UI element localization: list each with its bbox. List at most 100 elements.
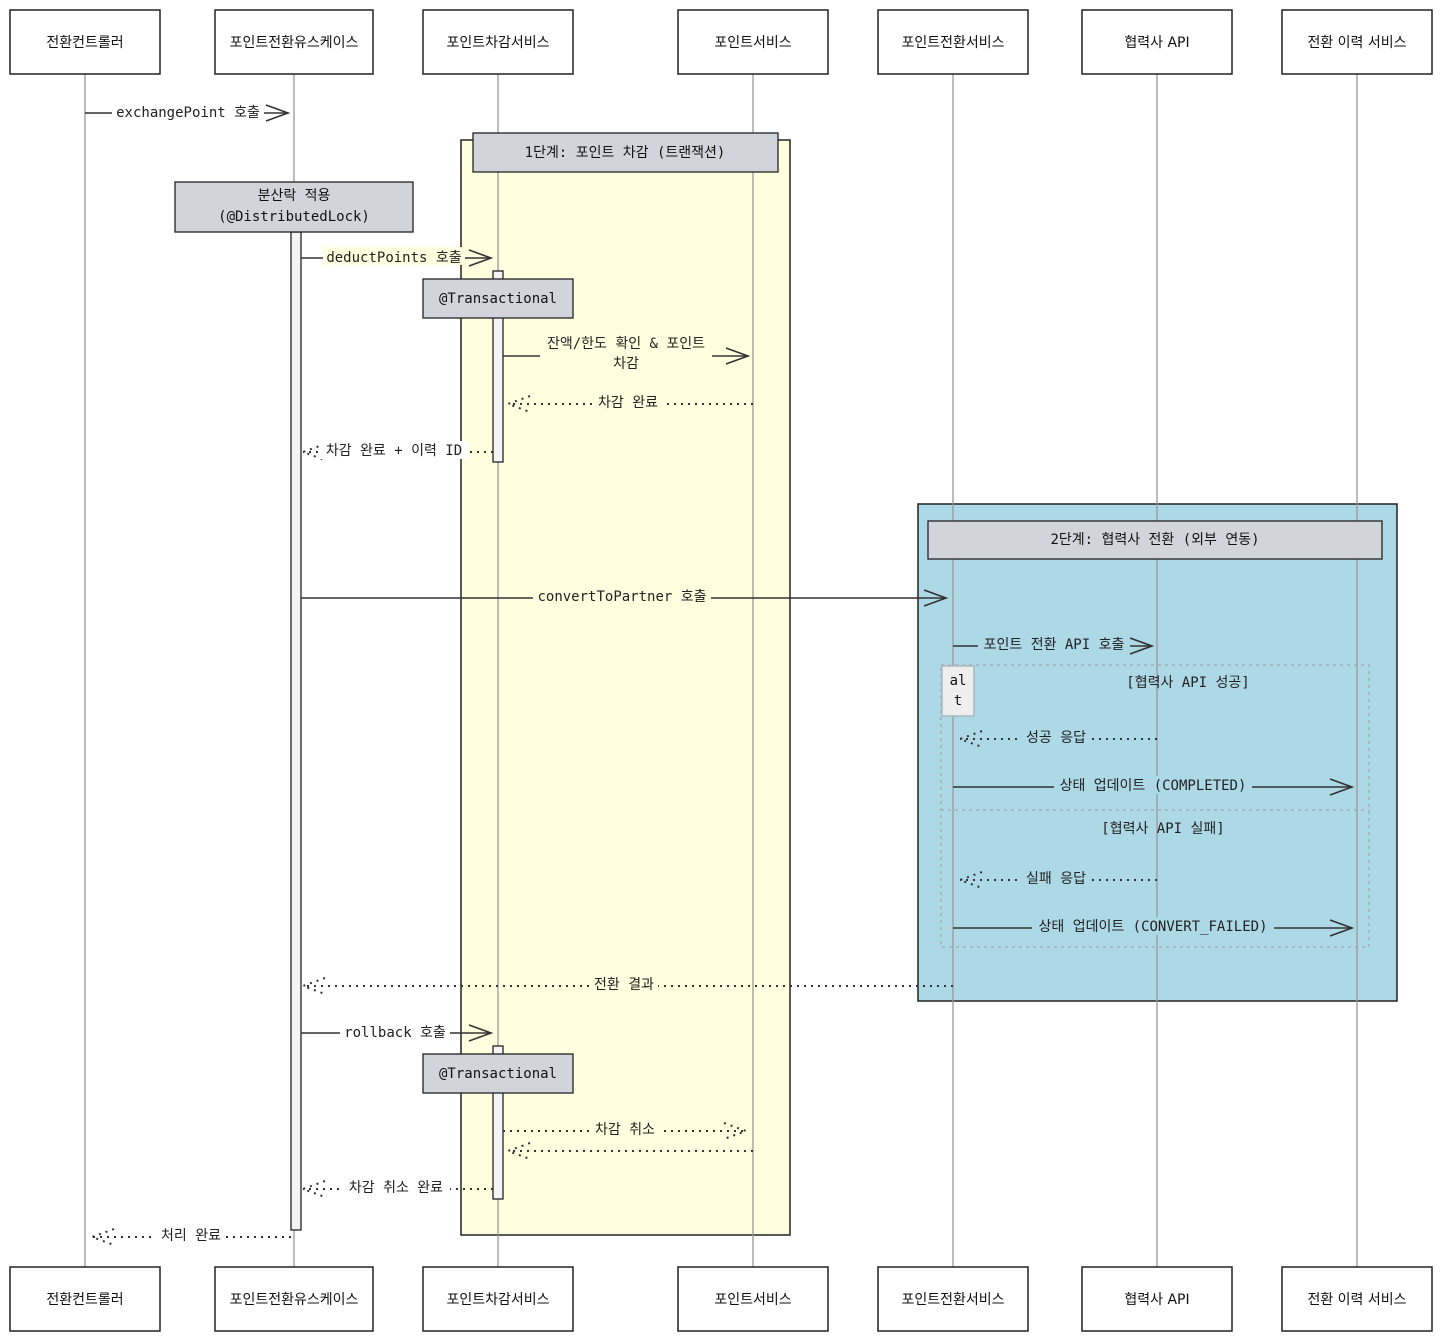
msg-status-completed: 상태 업데이트 (COMPLETED) [1060, 778, 1247, 794]
msg-partner-api-call: 포인트 전환 API 호출 [984, 637, 1125, 653]
msg-label-bg-deduct-done-id [320, 441, 468, 459]
arrowhead-balance-check [725, 347, 751, 365]
activation-usecase [290, 231, 302, 1231]
arrowhead-convert-result [300, 977, 326, 995]
arrowhead-partner-api-call [1129, 637, 1155, 655]
msg-cancel-done: 차감 취소 완료 [349, 1180, 443, 1196]
msg-label-bg-status-completed [1054, 776, 1252, 794]
msg-label-bg-process-done [156, 1226, 226, 1244]
msg-label-bg-converttopartner [533, 587, 711, 605]
actor-convert-bottom: 포인트전환서비스 [877, 1266, 1029, 1332]
arrowhead-converttopartner [923, 589, 949, 607]
tx-note-2: @Transactional [439, 1066, 557, 1082]
msg-deduct-done-id: 차감 완료 + 이력 ID [326, 443, 462, 459]
actor-convert-top-label: 포인트전환서비스 [901, 35, 1004, 51]
msg-converttopartner: convertToPartner 호출 [537, 589, 706, 605]
actor-convert-bottom-label: 포인트전환서비스 [901, 1292, 1004, 1308]
alt-tag-line1: al [950, 673, 967, 689]
arrowhead-exchangepoint [265, 104, 291, 122]
actor-controller-top-label: 전환컨트롤러 [46, 35, 123, 51]
actor-usecase-bottom-label: 포인트전환유스케이스 [230, 1292, 359, 1308]
arrowhead-cancel-done [300, 1180, 326, 1198]
actor-history-bottom: 전환 이력 서비스 [1281, 1266, 1433, 1332]
tx-note-box-1 [422, 278, 574, 319]
lock-note-box [174, 181, 414, 233]
arrowhead-deduct-done [505, 395, 531, 413]
msg-label-bg-deduct-cancel [591, 1120, 659, 1138]
actor-point-top: 포인트서비스 [677, 9, 829, 75]
actor-deduct-top: 포인트차감서비스 [422, 9, 574, 75]
alt-tag-box [941, 665, 975, 717]
msg-label-bg-exchangepoint [112, 102, 264, 120]
msg-label-bg-success-response [1022, 728, 1090, 746]
actor-point-bottom: 포인트서비스 [677, 1266, 829, 1332]
msg-process-done: 처리 완료 [161, 1228, 221, 1244]
phase2-title: 2단계: 협력사 전환 (외부 연동) [1050, 532, 1259, 548]
tx-note-box-2 [422, 1053, 574, 1094]
msg-label-bg-convert-result [590, 975, 658, 993]
msg-rollback: rollback 호출 [344, 1025, 446, 1041]
msg-status-failed: 상태 업데이트 (CONVERT_FAILED) [1039, 919, 1268, 935]
arrowhead-status-failed [1329, 919, 1355, 937]
actor-deduct-bottom: 포인트차감서비스 [422, 1266, 574, 1332]
arrowhead-success-response [957, 730, 983, 748]
activation-deduct-1 [492, 270, 504, 463]
arrowhead-rollback [468, 1024, 494, 1042]
actor-history-bottom-label: 전환 이력 서비스 [1307, 1292, 1406, 1308]
actor-deduct-top-label: 포인트차감서비스 [446, 35, 549, 51]
actor-usecase-bottom: 포인트전환유스케이스 [214, 1266, 374, 1332]
actor-partner-bottom: 협력사 API [1081, 1266, 1233, 1332]
arrowhead-process-done [89, 1228, 115, 1246]
msg-success-response: 성공 응답 [1026, 730, 1086, 746]
actor-history-top-label: 전환 이력 서비스 [1307, 35, 1406, 51]
msg-convert-result: 전환 결과 [594, 977, 654, 993]
alt-tag-line2: t [954, 693, 962, 709]
actor-point-bottom-label: 포인트서비스 [714, 1292, 791, 1308]
phase1-title-box [472, 132, 779, 173]
actor-controller-bottom: 전환컨트롤러 [9, 1266, 161, 1332]
arrowhead-failure-response [957, 871, 983, 889]
msg-label-bg-cancel-done [342, 1178, 450, 1196]
msg-deduct-cancel: 차감 취소 [595, 1122, 655, 1138]
lock-note-line1: 분산락 적용 [258, 188, 331, 204]
msg-label-bg-rollback [340, 1022, 450, 1040]
arrowhead-deduct-done-id [300, 443, 326, 461]
msg-exchangepoint: exchangePoint 호출 [116, 105, 260, 121]
arrowhead-deduct-cancel [723, 1122, 749, 1140]
arrowhead-cancel-return [505, 1142, 531, 1160]
msg-deduct-done: 차감 완료 [598, 395, 658, 411]
phase1-group [460, 139, 791, 1236]
alt-failure-condition: [협력사 API 실패] [1101, 821, 1224, 837]
lock-note-line2: (@DistributedLock) [218, 209, 370, 225]
msg-label-bg-deduct-done [594, 393, 662, 411]
msg-deductpoints: deductPoints 호출 [326, 250, 461, 266]
actor-usecase-top: 포인트전환유스케이스 [214, 9, 374, 75]
actor-partner-top: 협력사 API [1081, 9, 1233, 75]
msg-label-bg-balance-check [540, 333, 712, 373]
actor-convert-top: 포인트전환서비스 [877, 9, 1029, 75]
phase2-title-box [927, 520, 1383, 560]
actor-controller-top: 전환컨트롤러 [9, 9, 161, 75]
msg-balance-check-line1: 잔액/한도 확인 & 포인트 [547, 336, 705, 352]
actor-history-top: 전환 이력 서비스 [1281, 9, 1433, 75]
arrowhead-status-completed [1329, 778, 1355, 796]
activation-deduct-2 [492, 1045, 504, 1200]
actor-deduct-bottom-label: 포인트차감서비스 [446, 1292, 549, 1308]
actor-partner-bottom-label: 협력사 API [1124, 1292, 1189, 1308]
actor-point-top-label: 포인트서비스 [714, 35, 791, 51]
msg-balance-check-line2: 차감 [613, 356, 639, 372]
actor-usecase-top-label: 포인트전환유스케이스 [230, 35, 359, 51]
actor-controller-bottom-label: 전환컨트롤러 [46, 1292, 123, 1308]
tx-note-1: @Transactional [439, 291, 557, 307]
msg-failure-response: 실패 응답 [1026, 871, 1086, 887]
msg-label-bg-failure-response [1022, 869, 1090, 887]
msg-label-bg-status-failed [1032, 917, 1274, 935]
arrowhead-deductpoints [468, 249, 494, 267]
msg-label-bg-partner-api-call [978, 635, 1130, 653]
alt-frame [940, 664, 1370, 948]
phase1-title: 1단계: 포인트 차감 (트랜잭션) [525, 145, 726, 161]
msg-label-bg-deductpoints [323, 247, 465, 265]
alt-success-condition: [협력사 API 성공] [1126, 675, 1249, 691]
actor-partner-top-label: 협력사 API [1124, 35, 1189, 51]
